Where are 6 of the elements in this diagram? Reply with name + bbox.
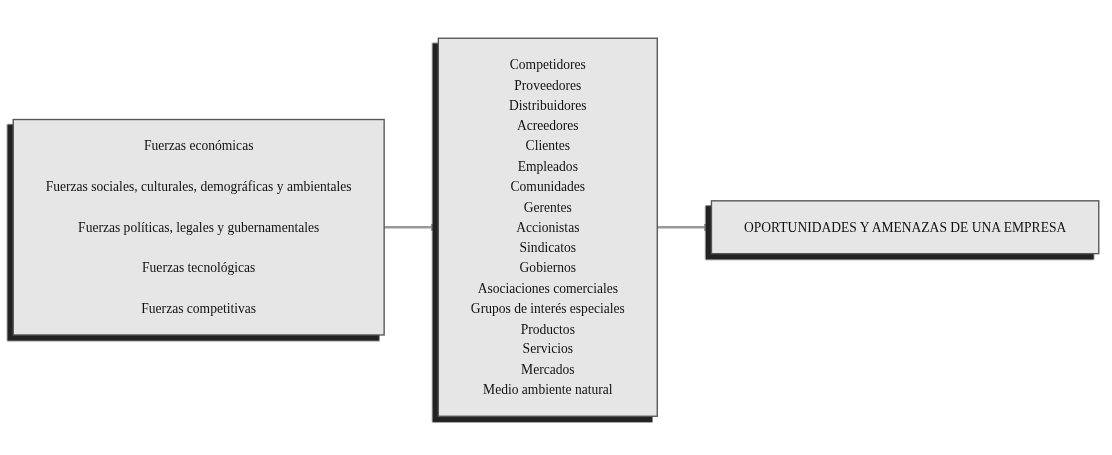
node-box	[710, 200, 1100, 255]
arrow	[384, 223, 439, 232]
node-box	[12, 119, 385, 336]
flowchart-drawing: Fuerzas económicas Fuerzas sociales, culturales, demográficas y ambientales Fuerzas políticas, legales y gubernamentales Fuerzas tecnológicas Fuerzas competitivas Competidores Proveedores Distribuidores Acreedores Clientes Empleados Comunidades Gerentes Accionistas Sindicatos Gobiernos Asociaciones comerciales Grupos de interés especiales Productos Servicios Mercados Medio ambiente natural OPORTUNIDADES Y AMENAZAS DE UNA EMPRESA	[6, 31, 1106, 424]
arrow	[657, 223, 712, 232]
node-box	[437, 37, 658, 418]
